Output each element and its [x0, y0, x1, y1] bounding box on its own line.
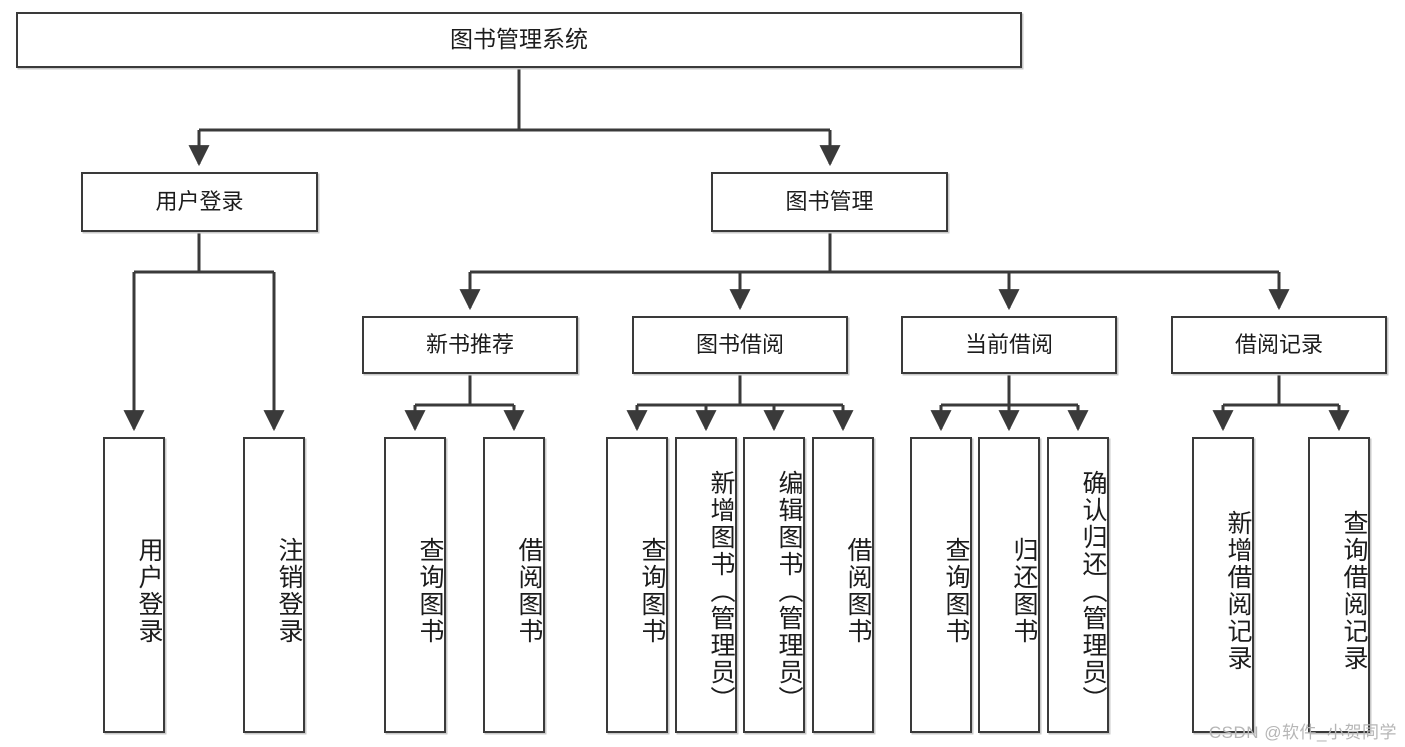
leaf-borrow-book-1[interactable]: 借阅图书: [483, 437, 545, 733]
leaf-confirm-return[interactable]: 确认归还（管理员）: [1047, 437, 1109, 733]
node-borrow-record[interactable]: 借阅记录: [1171, 316, 1387, 374]
leaf-edit-book[interactable]: 编辑图书（管理员）: [743, 437, 805, 733]
leaf-add-record[interactable]: 新增借阅记录: [1192, 437, 1254, 733]
node-new-book-recommend[interactable]: 新书推荐: [362, 316, 578, 374]
node-user-login[interactable]: 用户登录: [81, 172, 318, 232]
leaf-user-login[interactable]: 用户登录: [103, 437, 165, 733]
leaf-query-book-2[interactable]: 查询图书: [606, 437, 668, 733]
leaf-query-book-1[interactable]: 查询图书: [384, 437, 446, 733]
leaf-query-record[interactable]: 查询借阅记录: [1308, 437, 1370, 733]
leaf-borrow-book-2[interactable]: 借阅图书: [812, 437, 874, 733]
csdn-watermark: CSDN @软件_小贺同学: [1208, 723, 1397, 742]
node-root[interactable]: 图书管理系统: [16, 12, 1022, 68]
leaf-return-book[interactable]: 归还图书: [978, 437, 1040, 733]
leaf-add-book[interactable]: 新增图书（管理员）: [675, 437, 737, 733]
node-book-management[interactable]: 图书管理: [711, 172, 948, 232]
node-current-borrow[interactable]: 当前借阅: [901, 316, 1117, 374]
node-book-borrow[interactable]: 图书借阅: [632, 316, 848, 374]
leaf-query-book-3[interactable]: 查询图书: [910, 437, 972, 733]
leaf-logout[interactable]: 注销登录: [243, 437, 305, 733]
